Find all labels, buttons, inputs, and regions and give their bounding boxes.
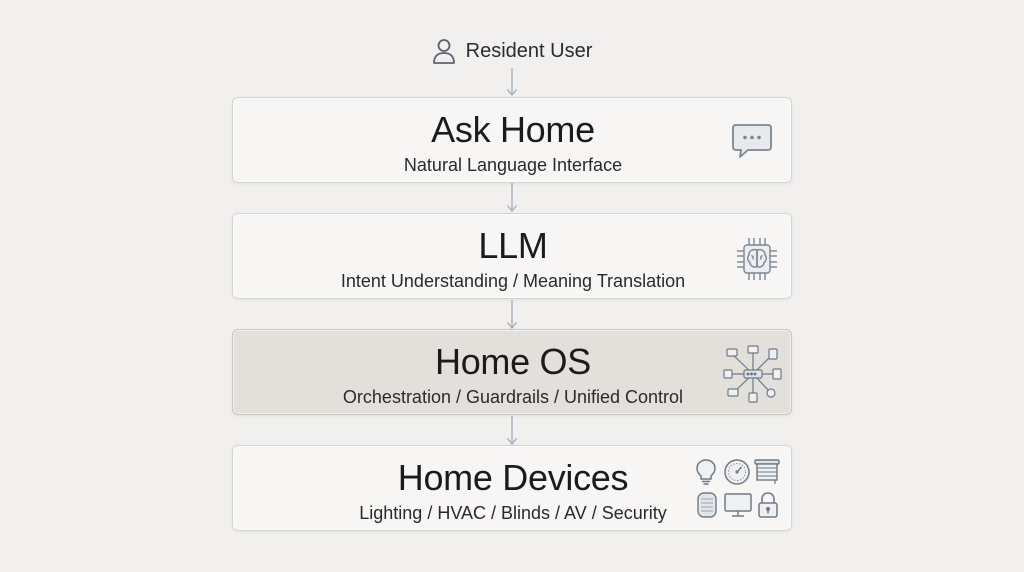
connector-arrow-user-to-askhome [506, 68, 518, 97]
blinds-icon [754, 459, 780, 484]
connector-arrow-askhome-to-llm [506, 183, 518, 213]
thermostat-icon [724, 459, 750, 485]
layer-title: Home OS [435, 341, 591, 382]
user-icon [432, 39, 455, 64]
layer-subtitle: Natural Language Interface [403, 155, 623, 175]
layer-subtitle: Orchestration / Guardrails / Unified Con… [342, 387, 684, 407]
brain-chip-icon [737, 238, 777, 280]
layer-title: LLM [478, 225, 548, 266]
layer-subtitle: Intent Understanding / Meaning Translati… [340, 271, 686, 291]
actor: Resident User [0, 34, 1024, 68]
layer-title: Home Devices [397, 457, 629, 498]
layer-llm: LLM Intent Understanding / Meaning Trans… [232, 213, 792, 299]
actor-label: Resident User [465, 39, 593, 62]
connector-arrow-homeos-to-devices [506, 416, 518, 446]
tv-monitor-icon [724, 493, 752, 517]
lightbulb-icon [696, 459, 716, 485]
lock-icon [758, 492, 778, 518]
smart-speaker-icon [697, 492, 717, 518]
layer-home-os: Home OS Orchestration / Guardrails / Uni… [232, 329, 792, 415]
layer-home-devices: Home Devices Lighting / HVAC / Blinds / … [232, 445, 792, 531]
layer-subtitle: Lighting / HVAC / Blinds / AV / Security [359, 503, 667, 523]
network-hub-icon [723, 345, 782, 403]
chat-bubble-icon [732, 124, 772, 158]
layer-title: Ask Home [431, 109, 595, 150]
connector-arrow-llm-to-homeos [506, 300, 518, 330]
layer-ask-home: Ask Home Natural Language Interface [232, 97, 792, 183]
